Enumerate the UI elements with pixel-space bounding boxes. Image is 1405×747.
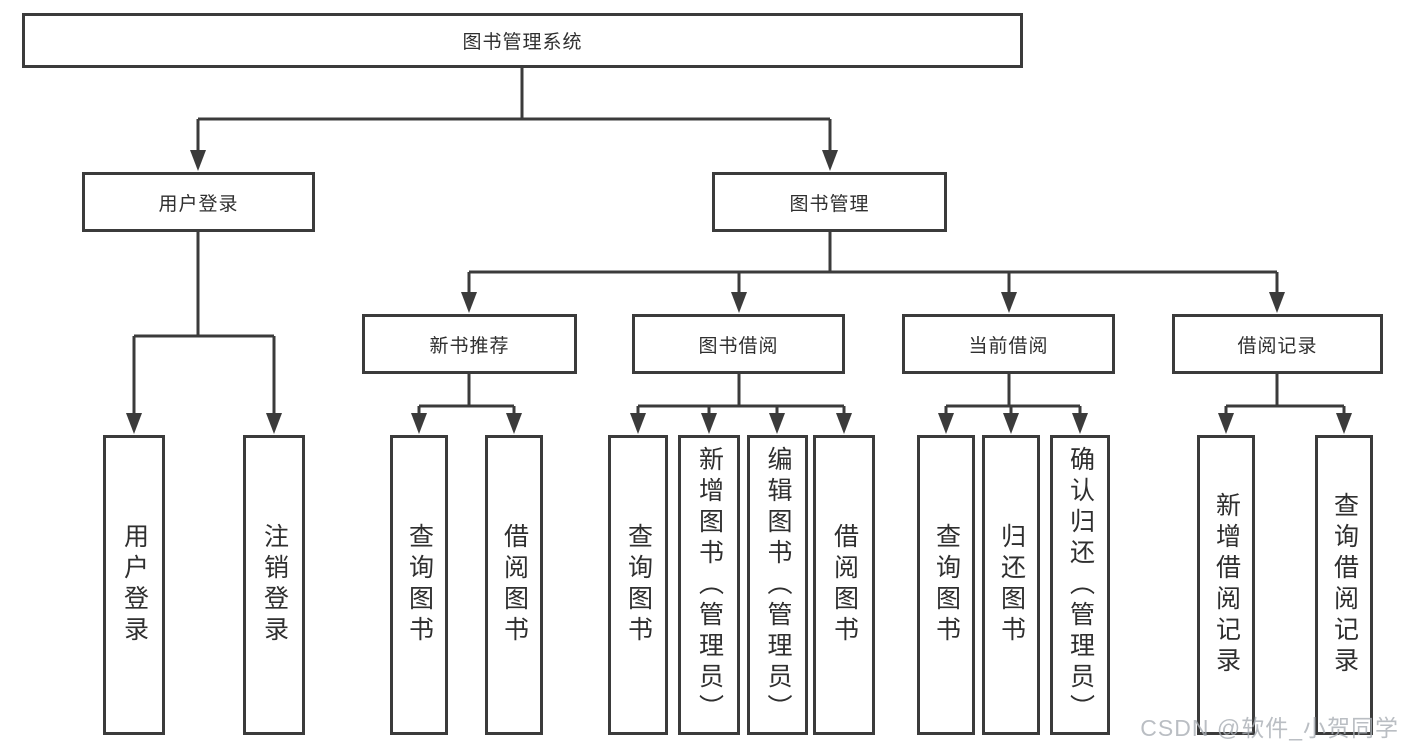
leaf-label: 归还图书 xyxy=(997,523,1026,647)
leaf-query-books: 查询图书 xyxy=(390,435,448,735)
csdn-watermark: CSDN @软件_小贺同学 xyxy=(1140,715,1399,741)
node-label: 图书管理 xyxy=(789,193,870,215)
leaf-logout: 注销登录 xyxy=(243,435,305,735)
leaf-label: 确认归还（管理员） xyxy=(1066,445,1095,725)
leaf-label: 查询图书 xyxy=(405,523,434,647)
leaf-confirm-return-admin: 确认归还（管理员） xyxy=(1050,435,1110,735)
leaf-return-books: 归还图书 xyxy=(982,435,1040,735)
leaf-edit-books-admin: 编辑图书（管理员） xyxy=(747,435,808,735)
node-label: 新书推荐 xyxy=(429,335,510,357)
leaf-borrow-books: 借阅图书 xyxy=(813,435,875,735)
leaf-query-books: 查询图书 xyxy=(917,435,975,735)
leaf-label: 注销登录 xyxy=(260,523,289,647)
leaf-label: 借阅图书 xyxy=(500,523,529,647)
node-label: 图书管理系统 xyxy=(462,32,583,53)
leaf-label: 查询图书 xyxy=(624,523,653,647)
leaf-borrow-books: 借阅图书 xyxy=(485,435,543,735)
node-current-borrowing: 当前借阅 xyxy=(902,314,1115,374)
leaf-label: 查询图书 xyxy=(932,523,961,647)
node-new-book-recommendation: 新书推荐 xyxy=(362,314,577,374)
leaf-query-borrow-record: 查询借阅记录 xyxy=(1315,435,1373,735)
node-library-management-system: 图书管理系统 xyxy=(22,13,1023,68)
leaf-label: 用户登录 xyxy=(120,523,149,647)
leaf-add-books-admin: 新增图书（管理员） xyxy=(678,435,740,735)
leaf-add-borrow-record: 新增借阅记录 xyxy=(1197,435,1255,735)
node-user-login: 用户登录 xyxy=(82,172,315,232)
node-book-management: 图书管理 xyxy=(712,172,947,232)
node-label: 用户登录 xyxy=(158,193,239,215)
leaf-user-login: 用户登录 xyxy=(103,435,165,735)
node-label: 图书借阅 xyxy=(698,335,779,357)
leaf-label: 新增图书（管理员） xyxy=(695,445,724,725)
leaf-label: 借阅图书 xyxy=(830,523,859,647)
node-borrowing-records: 借阅记录 xyxy=(1172,314,1383,374)
leaf-label: 新增借阅记录 xyxy=(1212,492,1241,678)
leaf-query-books: 查询图书 xyxy=(608,435,668,735)
node-book-borrowing: 图书借阅 xyxy=(632,314,845,374)
leaf-label: 查询借阅记录 xyxy=(1330,492,1359,678)
node-label: 借阅记录 xyxy=(1237,335,1318,357)
leaf-label: 编辑图书（管理员） xyxy=(764,445,792,725)
node-label: 当前借阅 xyxy=(968,335,1049,357)
